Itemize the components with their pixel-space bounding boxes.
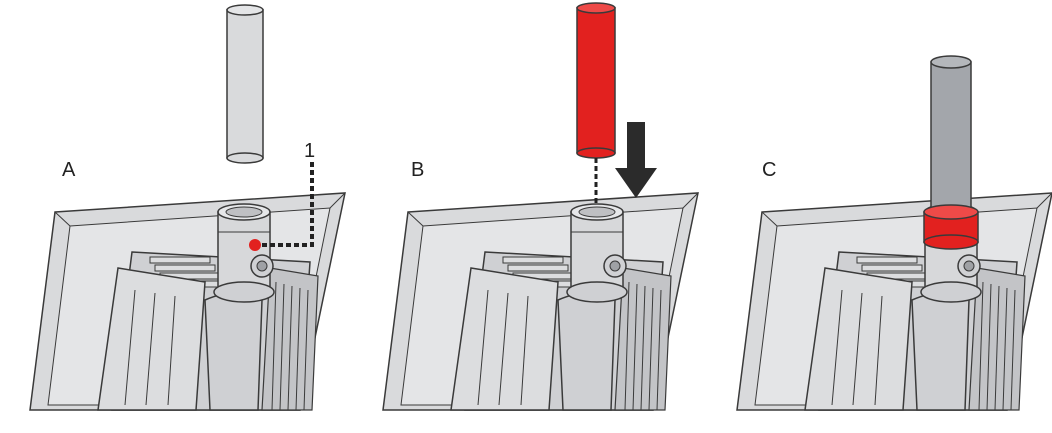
panel-b: B (382, 2, 699, 411)
down-arrow-icon (615, 122, 657, 198)
panel-label-b: B (411, 159, 424, 181)
device-a (29, 192, 346, 411)
tube-c (930, 55, 972, 219)
device-b (382, 192, 699, 411)
red-adapter-ring (923, 204, 979, 250)
panel-label-c: C (762, 159, 776, 181)
tube-a (226, 4, 264, 164)
panel-c: C (736, 55, 1052, 411)
device-c (736, 192, 1052, 411)
marker-dot (249, 239, 261, 251)
callout-number: 1 (304, 140, 315, 162)
callout-1: 1 (249, 140, 315, 251)
panel-a: A 1 (29, 4, 346, 411)
panel-label-a: A (62, 159, 76, 181)
tube-b (576, 2, 616, 159)
